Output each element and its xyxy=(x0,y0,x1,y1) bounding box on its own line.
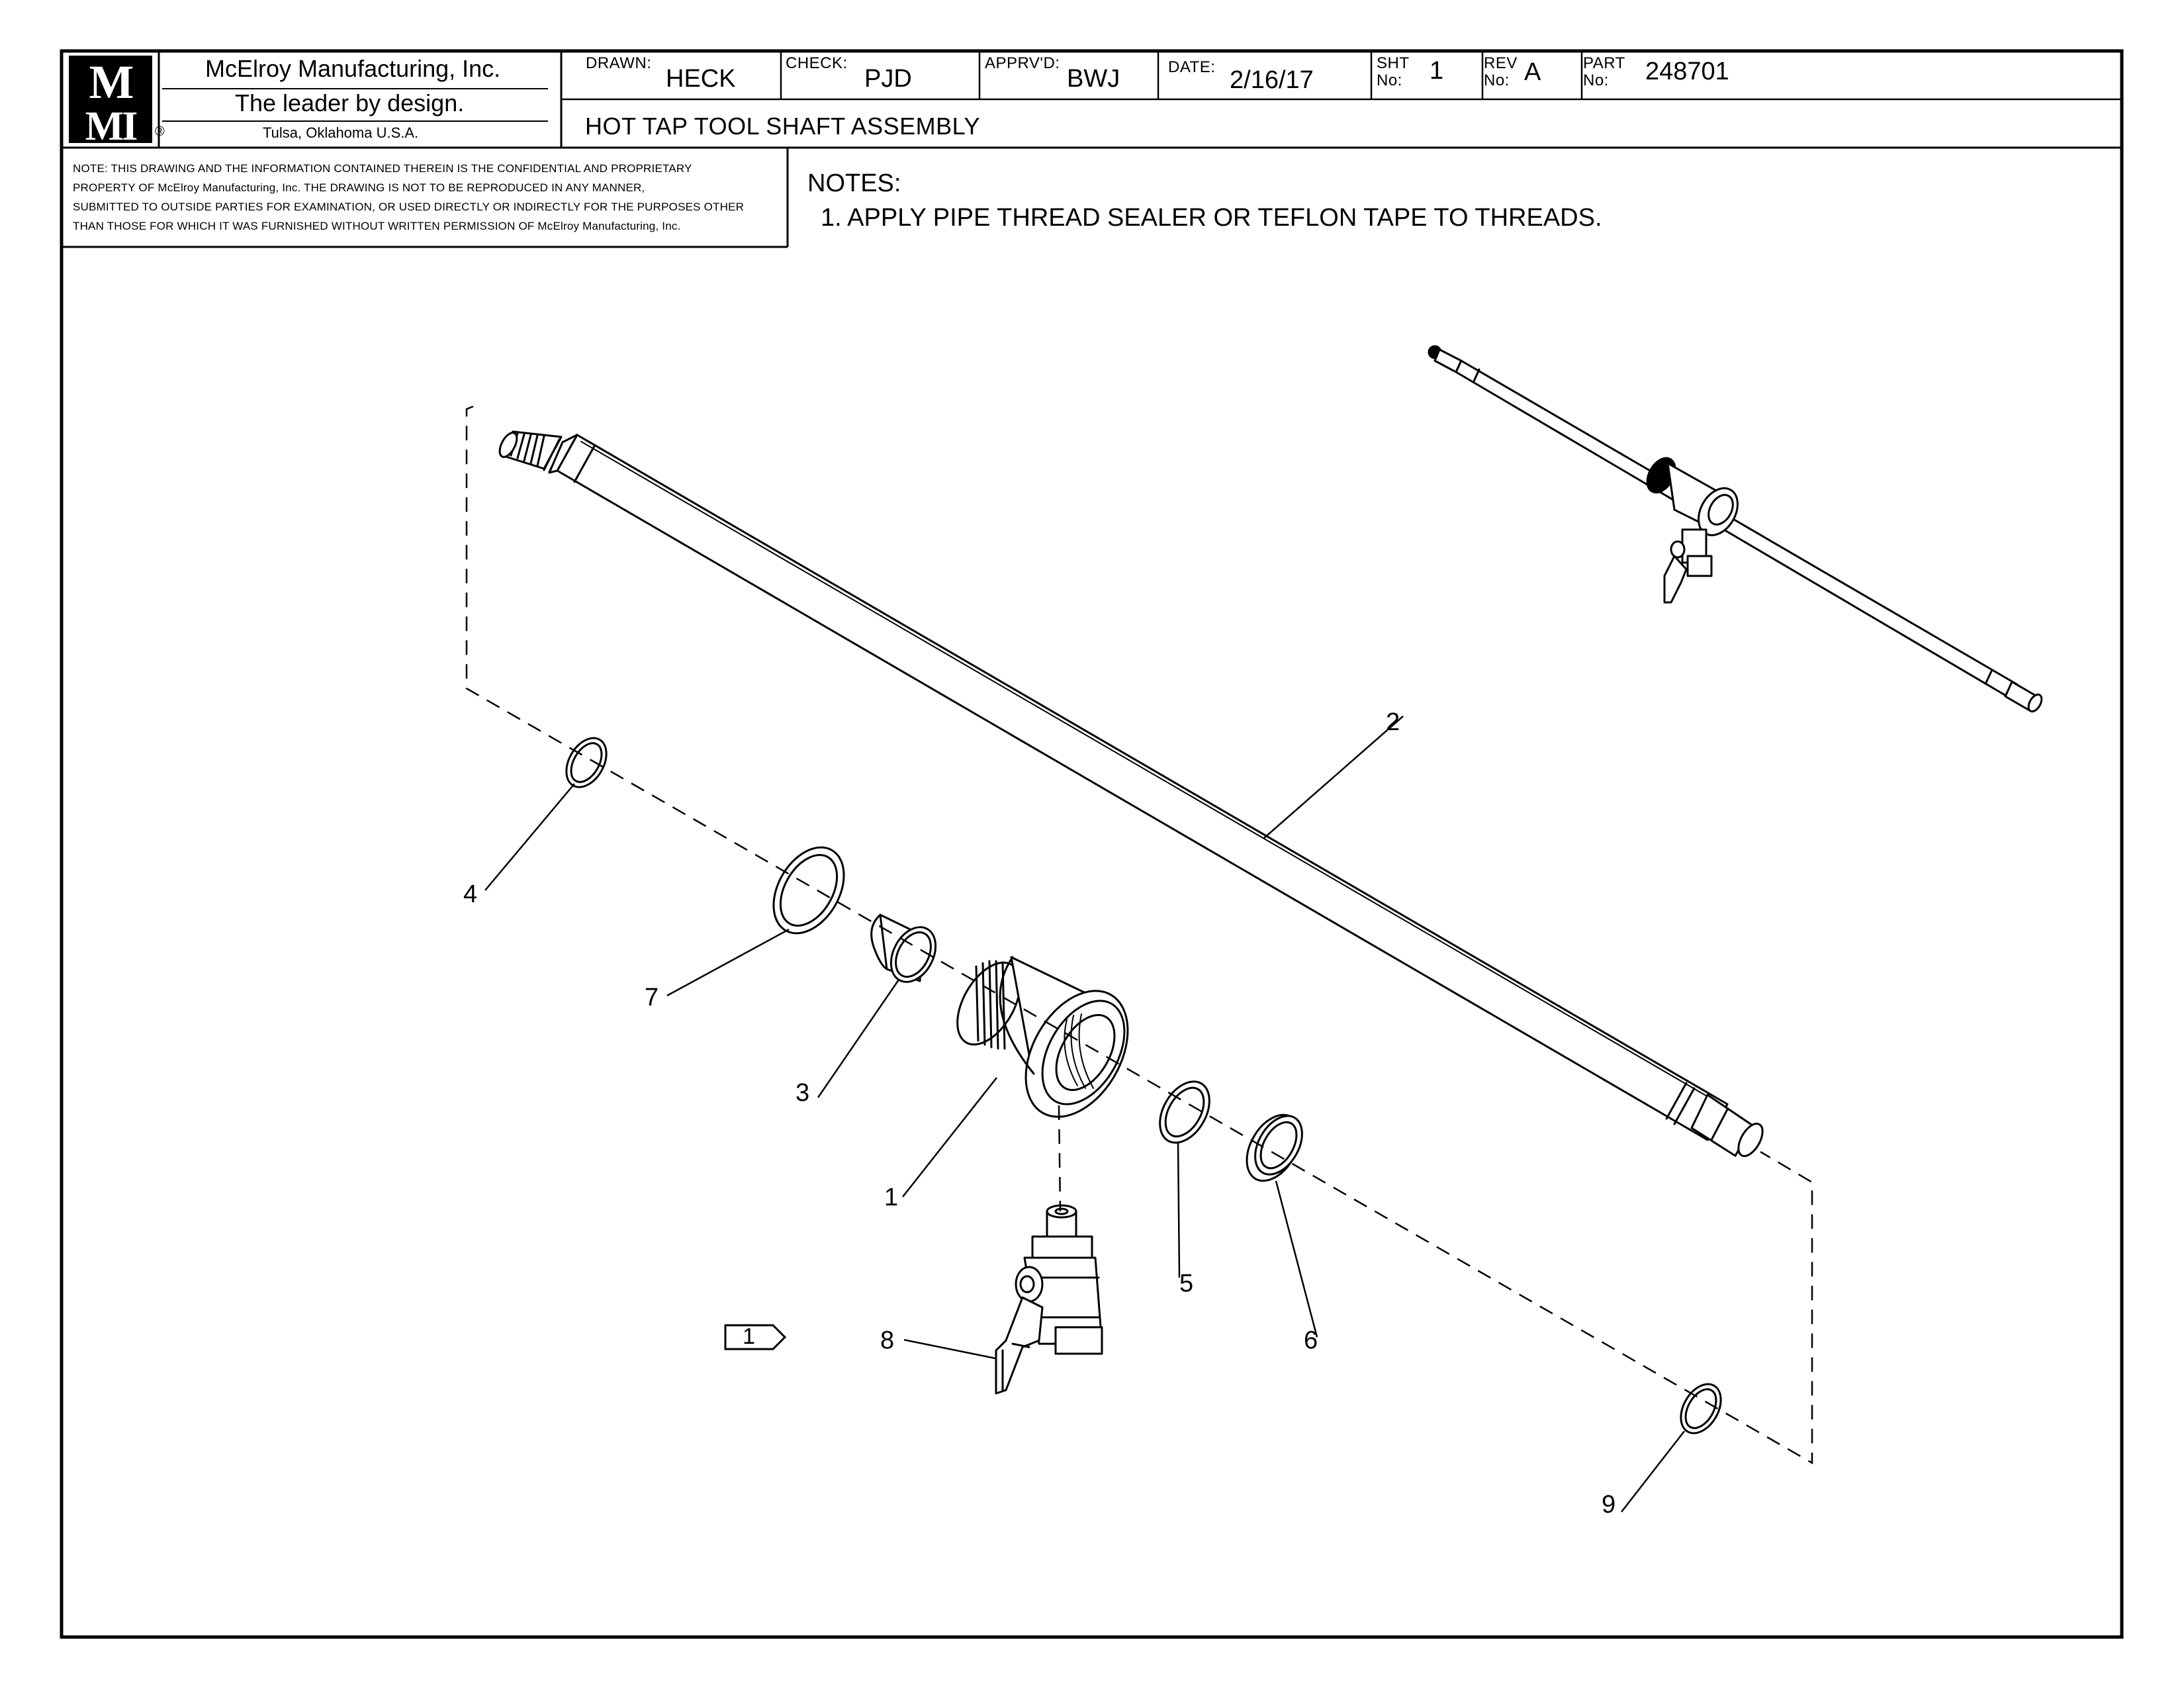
part-7-ring xyxy=(772,846,845,935)
company-name: McElroy Manufacturing, Inc. xyxy=(205,55,501,82)
apprvd-value: BWJ xyxy=(1067,65,1120,93)
check-value: PJD xyxy=(864,65,912,93)
part-value: 248701 xyxy=(1645,58,1729,85)
callout-9: 9 xyxy=(1602,1491,1616,1519)
title-block-grid xyxy=(62,51,2122,248)
sht-label: SHT xyxy=(1377,54,1410,72)
exploded-view xyxy=(498,430,1764,1434)
note-flag-label: 1 xyxy=(743,1324,755,1349)
callout-5: 5 xyxy=(1179,1270,1194,1297)
part-label: PART xyxy=(1583,54,1625,72)
callout-2: 2 xyxy=(1386,708,1400,736)
registered-mark: ® xyxy=(155,124,165,139)
callout-1: 1 xyxy=(884,1184,899,1211)
svg-text:MI: MI xyxy=(85,104,138,149)
notes-heading: NOTES: xyxy=(807,169,901,197)
part-9-oring xyxy=(1680,1383,1722,1434)
date-value: 2/16/17 xyxy=(1230,66,1314,94)
part-3-sleeve xyxy=(870,914,937,983)
svg-text:M: M xyxy=(89,56,133,109)
confidential-notice-line-1: NOTE: THIS DRAWING AND THE INFORMATION C… xyxy=(73,162,692,175)
part-5-oring xyxy=(1159,1080,1210,1144)
company-tagline: The leader by design. xyxy=(235,89,465,117)
check-label: CHECK: xyxy=(786,54,848,72)
rev-no-label: No: xyxy=(1484,71,1510,89)
assembly-path xyxy=(465,405,1813,1465)
company-location: Tulsa, Oklahoma U.S.A. xyxy=(263,124,419,141)
confidential-notice-line-2: PROPERTY OF McElroy Manufacturing, Inc. … xyxy=(73,181,645,194)
callout-6: 6 xyxy=(1304,1327,1318,1354)
part-1-housing xyxy=(956,956,1129,1118)
sht-no-label: No: xyxy=(1377,71,1402,89)
callout-3: 3 xyxy=(796,1079,810,1107)
part-6-seal xyxy=(1246,1113,1303,1182)
note-flag-shape xyxy=(724,1324,787,1350)
date-label: DATE: xyxy=(1168,58,1216,76)
part-no-label: No: xyxy=(1583,71,1609,89)
rev-label: REV xyxy=(1484,54,1518,72)
sht-value: 1 xyxy=(1430,57,1444,85)
sheet-border xyxy=(60,49,2124,1639)
drawn-label: DRAWN: xyxy=(586,54,652,72)
drawing-title: HOT TAP TOOL SHAFT ASSEMBLY xyxy=(585,113,981,140)
drawn-value: HECK xyxy=(666,65,736,93)
mmi-logo: M MI xyxy=(69,56,152,149)
callout-8: 8 xyxy=(880,1327,895,1354)
apprvd-label: APPRV'D: xyxy=(985,54,1060,72)
confidential-notice-line-4: THAN THOSE FOR WHICH IT WAS FURNISHED WI… xyxy=(73,220,681,232)
callout-7: 7 xyxy=(645,984,659,1011)
rev-value: A xyxy=(1524,58,1541,86)
leader-lines xyxy=(484,716,1685,1513)
part-8-ball-valve xyxy=(995,1204,1103,1395)
part-4-oring xyxy=(565,737,608,788)
note-item-1: 1. APPLY PIPE THREAD SEALER OR TEFLON TA… xyxy=(821,204,1602,232)
callout-4: 4 xyxy=(463,880,478,908)
confidential-notice-line-3: SUBMITTED TO OUTSIDE PARTIES FOR EXAMINA… xyxy=(73,201,745,213)
inset-assembled-view xyxy=(1428,345,2043,713)
part-2-shaft xyxy=(498,430,1764,1157)
